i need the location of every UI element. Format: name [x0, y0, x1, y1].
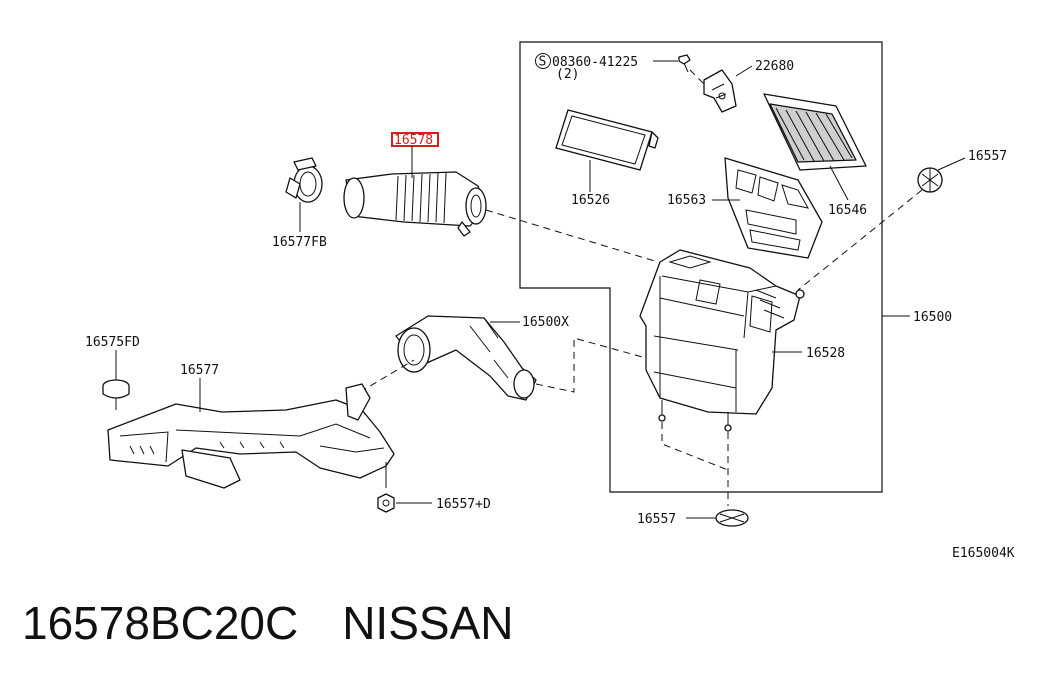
assembly-boundary	[519, 41, 883, 493]
resonator-duct-icon	[107, 383, 395, 489]
caption: 16578BC20C NISSAN	[22, 596, 513, 650]
label-16500X: 16500X	[522, 315, 569, 330]
hose-clamp-icon	[285, 157, 323, 203]
label-16526: 16526	[571, 193, 610, 208]
label-16528: 16528	[806, 346, 845, 361]
brand-name: NISSAN	[342, 597, 514, 649]
diagram-code: E165004K	[952, 546, 1015, 561]
label-16578[interactable]: 16578	[394, 133, 433, 148]
part-number: 16578BC20C	[22, 597, 299, 649]
filter-cover-icon	[555, 109, 659, 171]
label-22680: 22680	[755, 59, 794, 74]
label-16563: 16563	[667, 193, 706, 208]
highlight-box	[391, 132, 439, 147]
air-filter-element-icon	[763, 93, 867, 171]
bolt-prefix: S	[539, 55, 547, 70]
label-16575FD: 16575FD	[85, 335, 140, 350]
label-16546: 16546	[828, 203, 867, 218]
label-16500: 16500	[913, 310, 952, 325]
grommet-nut-icon	[377, 493, 395, 513]
label-16557-top: 16557	[968, 149, 1007, 164]
grommet-icon	[917, 167, 943, 193]
inlet-duct-icon	[395, 315, 537, 401]
label-16577: 16577	[180, 363, 219, 378]
label-08360-41225: 08360-41225	[552, 55, 638, 70]
mass-airflow-sensor-icon	[689, 69, 737, 113]
air-cleaner-housing-icon	[639, 249, 805, 432]
bolt-icon: S	[535, 53, 691, 73]
air-guide-grille-icon	[724, 157, 823, 259]
label-16577FB: 16577FB	[272, 235, 327, 250]
label-16557D: 16557+D	[436, 497, 491, 512]
grommet-bottom-icon	[715, 509, 749, 527]
air-duct-hose-icon	[343, 171, 487, 237]
label-bolt-qty: (2)	[556, 67, 579, 82]
label-16557-bottom: 16557	[637, 512, 676, 527]
clip-pin-icon	[102, 379, 130, 410]
